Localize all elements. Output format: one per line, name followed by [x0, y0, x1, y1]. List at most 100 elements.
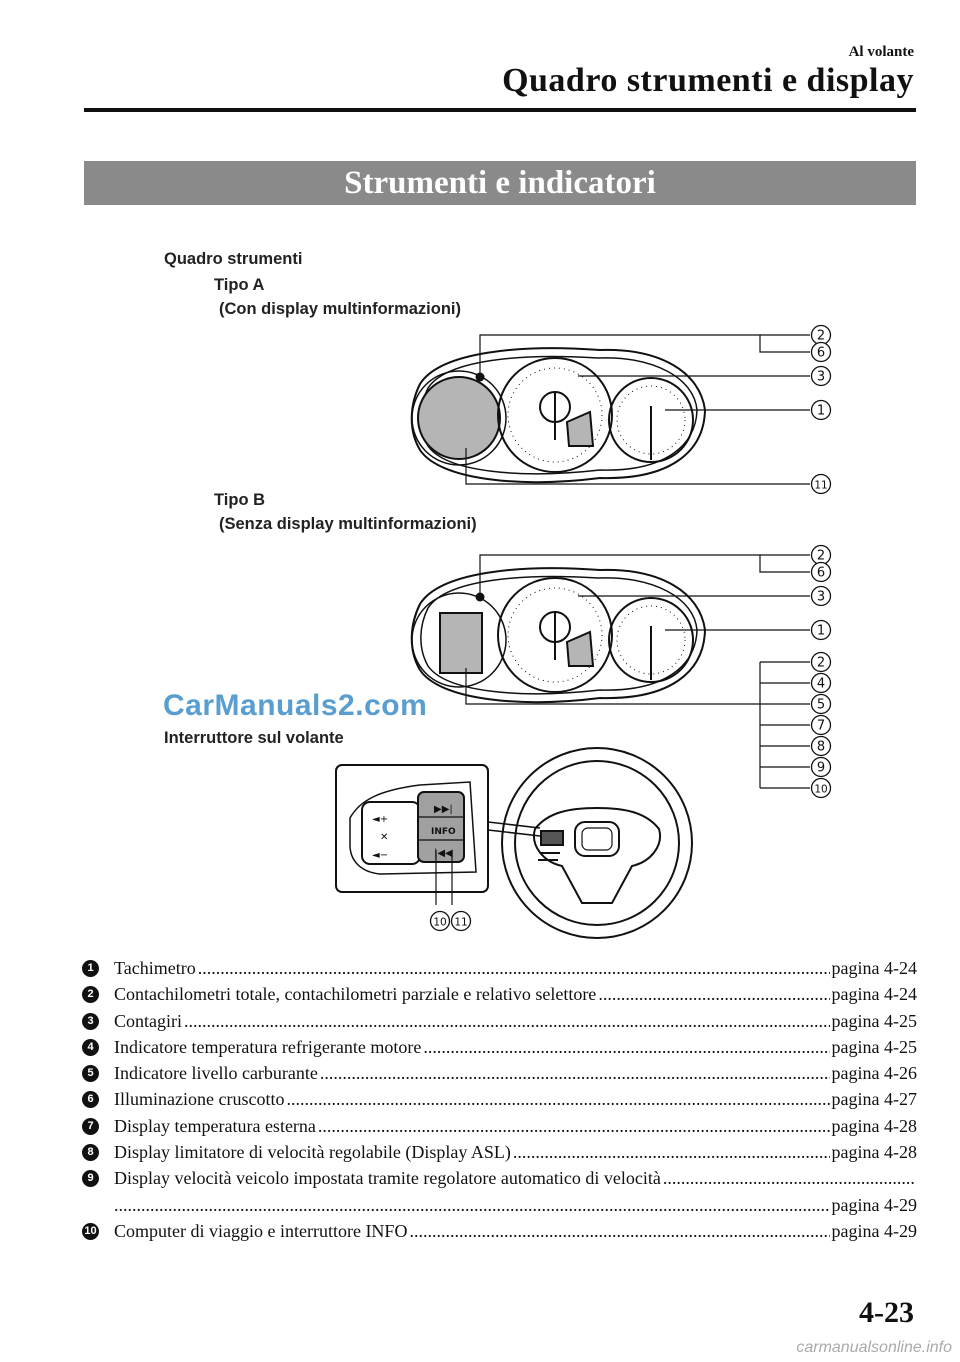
type-a-note: (Con display multinformazioni)	[219, 300, 461, 318]
item-page: pagina 4-28	[831, 1115, 917, 1136]
cluster-label: Quadro strumenti	[164, 250, 303, 268]
item-text: Computer di viaggio e interruttore INFO	[114, 1220, 408, 1241]
list-item: 4 Indicatore temperatura refrigerante mo…	[82, 1034, 917, 1060]
item-number: 7	[82, 1117, 99, 1135]
callout-b-8: 8	[817, 740, 825, 755]
type-b-label: Tipo B	[214, 491, 266, 509]
item-number: 10	[82, 1222, 99, 1240]
item-number: 6	[82, 1091, 99, 1109]
callout-a-11-circle	[810, 473, 832, 495]
item-text: Display limitatore di velocità regolabil…	[114, 1142, 511, 1163]
item-text: Indicatore livello carburante	[114, 1063, 318, 1084]
item-page: pagina 4-29	[831, 1194, 917, 1215]
list-item: 6 Illuminazione cruscotto pagina 4-27	[82, 1086, 917, 1112]
callout-a-2: 2	[817, 329, 825, 344]
chapter-title: Quadro strumenti e display	[502, 62, 914, 99]
item-page: pagina 4-28	[831, 1142, 917, 1163]
callout-b-4: 4	[817, 677, 825, 692]
list-item: 1 Tachimetro pagina 4-24	[82, 955, 917, 981]
item-text: Display temperatura esterna	[114, 1115, 316, 1136]
callout-a-3-circle	[810, 365, 832, 387]
callout-b-6: 6	[817, 566, 825, 581]
item-number: 3	[82, 1012, 99, 1030]
item-page: pagina 4-25	[831, 1010, 917, 1031]
list-item: 7 Display temperatura esterna pagina 4-28	[82, 1113, 917, 1139]
header-rule	[84, 108, 916, 112]
callout-b-10-circle	[810, 777, 832, 799]
info-button-label: INFO	[431, 827, 456, 837]
callout-a-11: 11	[814, 480, 827, 492]
callout-b-3: 3	[817, 590, 825, 605]
volume-up-icon: ◄+	[372, 814, 388, 825]
list-item: 9 Display velocità veicolo impostata tra…	[82, 1165, 917, 1191]
item-text: Contagiri	[114, 1010, 182, 1031]
callout-b-7: 7	[817, 719, 825, 734]
item-number: 4	[82, 1038, 99, 1056]
callout-a-1-circle	[810, 399, 832, 421]
type-b-note: (Senza display multinformazioni)	[219, 515, 477, 533]
item-text: Illuminazione cruscotto	[114, 1089, 285, 1110]
item-number: 2	[82, 986, 99, 1004]
callout-a-3: 3	[817, 370, 825, 385]
callout-wheel-11: 11	[454, 917, 467, 929]
item-number: 1	[82, 960, 99, 977]
list-item: 2 Contachilometri totale, contachilometr…	[82, 981, 917, 1007]
item-page: pagina 4-27	[831, 1089, 917, 1110]
switch-glyphs: ◄+ ✕ ◄− ▶▶| INFO |◀◀	[372, 804, 456, 861]
section-title: Al volante	[848, 44, 914, 60]
item-page: pagina 4-29	[831, 1220, 917, 1241]
cluster-type-a	[410, 347, 707, 484]
item-page: pagina 4-24	[831, 984, 917, 1005]
list-item: 5 Indicatore livello carburante pagina 4-…	[82, 1060, 917, 1086]
callout-a-6: 6	[817, 346, 825, 361]
item-text: Indicatore temperatura refrigerante moto…	[114, 1036, 422, 1057]
list-item: 3 Contagiri pagina 4-25	[82, 1008, 917, 1034]
list-item: 8 Display limitatore di velocità regolab…	[82, 1139, 917, 1165]
callout-b-3-circle	[810, 585, 832, 607]
callout-b-8-circle	[810, 735, 832, 757]
callout-a-1: 1	[817, 404, 825, 419]
callout-b-2: 2	[817, 549, 825, 564]
callout-wheel-10-circle	[429, 910, 451, 932]
steering-wheel	[501, 747, 693, 939]
leaders-type-a	[465, 334, 810, 485]
item-page: pagina 4-25	[831, 1036, 917, 1057]
callout-wheel-10: 10	[433, 917, 446, 929]
switch-label: Interruttore sul volante	[164, 729, 344, 747]
callout-b-5-circle	[810, 693, 832, 715]
callout-b-9: 9	[817, 761, 825, 776]
cluster-type-b	[410, 567, 707, 704]
item-number: 9	[82, 1170, 99, 1188]
section-banner: Strumenti e indicatori	[84, 161, 916, 205]
callout-a-6-circle	[810, 341, 832, 363]
callout-b-5: 5	[817, 698, 825, 713]
leaders-type-b	[465, 554, 810, 789]
volume-down-icon: ◄−	[372, 850, 388, 861]
item-number: 8	[82, 1144, 99, 1162]
callout-wheel-11-circle	[450, 910, 472, 932]
callout-b-1: 1	[817, 624, 825, 639]
page-number: 4-23	[859, 1296, 914, 1329]
footer-site: carmanualsonline.info	[796, 1339, 952, 1356]
callout-b-4-circle	[810, 672, 832, 694]
switch-closeup	[335, 764, 541, 905]
next-track-icon: ▶▶|	[434, 804, 453, 815]
callout-b-6-circle	[810, 561, 832, 583]
mute-icon: ✕	[380, 832, 388, 843]
prev-track-icon: |◀◀	[434, 848, 453, 859]
callout-b-9-circle	[810, 756, 832, 778]
callout-b-1-circle	[810, 619, 832, 641]
item-page: pagina 4-26	[831, 1063, 917, 1084]
type-a-label: Tipo A	[214, 276, 265, 294]
instrument-figure: ◄+ ✕ ◄− ▶▶| INFO |◀◀ 2631112631245789101…	[335, 324, 832, 939]
callout-b-10: 10	[814, 784, 827, 796]
item-text: Tachimetro	[114, 958, 196, 978]
item-number: 5	[82, 1065, 99, 1083]
item-page: pagina 4-24	[831, 958, 917, 978]
item-text: Contachilometri totale, contachilometri …	[114, 984, 597, 1005]
callout-b-7-circle	[810, 714, 832, 736]
callout-b-2-circle	[810, 651, 832, 673]
list-item: 10 Computer di viaggio e interruttore IN…	[82, 1218, 917, 1244]
item-text: Display velocità veicolo impostata trami…	[114, 1168, 661, 1189]
